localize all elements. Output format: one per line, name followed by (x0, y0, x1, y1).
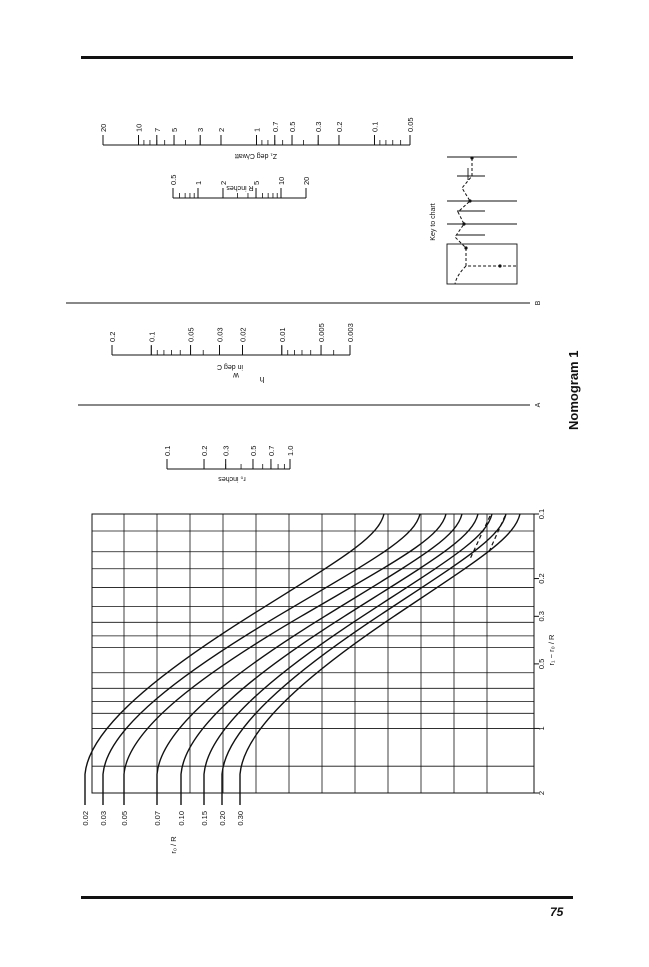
chart-curve-0.02 (84, 513, 385, 805)
z1-tick-label: 2 (217, 128, 226, 132)
r0-tick-label: 0.1 (163, 446, 172, 456)
chart-curve-dashed (469, 515, 491, 560)
hw-tick-label: 0.005 (317, 323, 326, 342)
key-inset-box (446, 243, 518, 285)
z1-tick-label: 5 (170, 128, 179, 132)
r0-tick-label: 0.3 (222, 446, 231, 456)
r-tick-label: 10 (277, 177, 286, 185)
x-tick-label: 0.1 (537, 509, 546, 519)
hw-scale-label-h: h (260, 375, 264, 384)
bottom-rule (81, 896, 573, 899)
chart-curve-0.15 (203, 513, 493, 805)
r-tick-label: 20 (302, 177, 311, 185)
curve-label: 0.07 (153, 811, 162, 826)
hw-tick-label: 0.003 (346, 323, 355, 342)
key-point (468, 199, 472, 203)
r0-scale-label: r₀ inches (218, 475, 246, 482)
key-to-chart: Key to chart (430, 156, 518, 285)
x-tick-label: 0.3 (537, 611, 546, 621)
key-point (462, 222, 466, 226)
key-point (498, 264, 502, 268)
x-tick-label: 1 (537, 726, 546, 730)
z1-tick-label: 0.05 (406, 117, 415, 132)
curve-label: 0.05 (120, 811, 129, 826)
z1-tick-label: 0.7 (271, 122, 280, 132)
chart-plot: 0.1 0.2 0.3 0.5 1 2 r₁ − r₀ / R 0.02 0.03 0.05 0.0… (81, 509, 556, 854)
curve-label: 0.20 (218, 811, 227, 826)
z1-tick-label: 7 (153, 128, 162, 132)
z1-tick-label: 20 (99, 124, 108, 132)
index-lines: BA (66, 300, 542, 407)
key-to-chart-label: Key to chart (430, 203, 437, 240)
r-tick-label: 5 (252, 181, 261, 185)
index-line-a-label: A (535, 402, 542, 407)
z1-tick-label: 0.5 (288, 122, 297, 132)
z1-tick-label: 0.2 (335, 122, 344, 132)
z1-tick-label: 1 (253, 128, 262, 132)
r0-tick-label: 0.5 (249, 446, 258, 456)
key-point (464, 246, 468, 250)
hw-tick-label: 0.05 (187, 327, 196, 342)
x-tick-label: 0.2 (537, 573, 546, 583)
hw-tick-label: 0.03 (216, 327, 225, 342)
r-scale: 0.5 1 2 5 10 20 R inches (169, 175, 311, 199)
chart-curve-0.20 (221, 513, 507, 805)
curve-label: 0.15 (200, 811, 209, 826)
r0-tick-label: 0.7 (267, 446, 276, 456)
curve-label: 0.30 (236, 811, 245, 826)
key-dashed-path (454, 158, 517, 267)
z1-tick-label: 10 (135, 124, 144, 132)
chart-frame (91, 513, 535, 794)
chart-curve-0.03 (102, 513, 421, 805)
key-dashed-curve (454, 265, 467, 285)
top-rule (81, 56, 573, 59)
hw-tick-label: 0.02 (238, 327, 247, 342)
hw-scale-label-w: w (233, 371, 240, 380)
r-tick-label: 2 (219, 181, 228, 185)
r0-tick-label: 1.0 (286, 446, 295, 456)
z1-tick-label: 0.1 (370, 122, 379, 132)
curve-parameter-label: r₀ / R (169, 836, 178, 854)
x-tick-label: 0.5 (537, 659, 546, 669)
hw-tick-label: 0.01 (278, 327, 287, 342)
z1-scale: 20 10 7 5 3 2 1 0.7 0.5 0.3 0.2 0.1 0.05 Z₁ deg C/wat… (99, 117, 415, 159)
nomogram-title: Nomogram 1 (566, 350, 581, 430)
curve-label: 0.02 (81, 811, 90, 826)
chart-curve-0.07 (156, 513, 463, 805)
hw-tick-label: 0.1 (147, 332, 156, 342)
page-number: 75 (550, 905, 564, 919)
r-tick-label: 0.5 (169, 175, 178, 185)
chart-curve-0.05 (123, 513, 447, 805)
r0-tick-label: 0.2 (200, 446, 209, 456)
chart-curve-0.30 (239, 513, 521, 805)
r-tick-label: 1 (194, 181, 203, 185)
key-point (470, 156, 474, 160)
curve-label: 0.10 (177, 811, 186, 826)
r0-scale: 0.1 0.2 0.3 0.5 0.7 1.0 r₀ inches (163, 446, 295, 482)
z1-scale-label: Z₁ deg C/watt (235, 152, 277, 159)
hw-tick-label: 0.2 (108, 332, 117, 342)
z1-tick-label: 3 (196, 128, 205, 132)
x-axis-label: r₁ − r₀ / R (547, 634, 556, 665)
hw-scale-unit: in deg C (217, 363, 243, 370)
z1-tick-label: 0.3 (314, 122, 323, 132)
curve-label: 0.03 (99, 811, 108, 826)
hw-scale: 0.2 0.1 0.05 0.03 0.02 0.01 0.005 0.003 in deg C… (108, 323, 355, 384)
chart-curve-0.10 (180, 513, 479, 805)
r-scale-label: R inches (226, 184, 254, 191)
x-tick-label: 2 (537, 791, 546, 795)
index-line-b-label: B (535, 300, 542, 305)
